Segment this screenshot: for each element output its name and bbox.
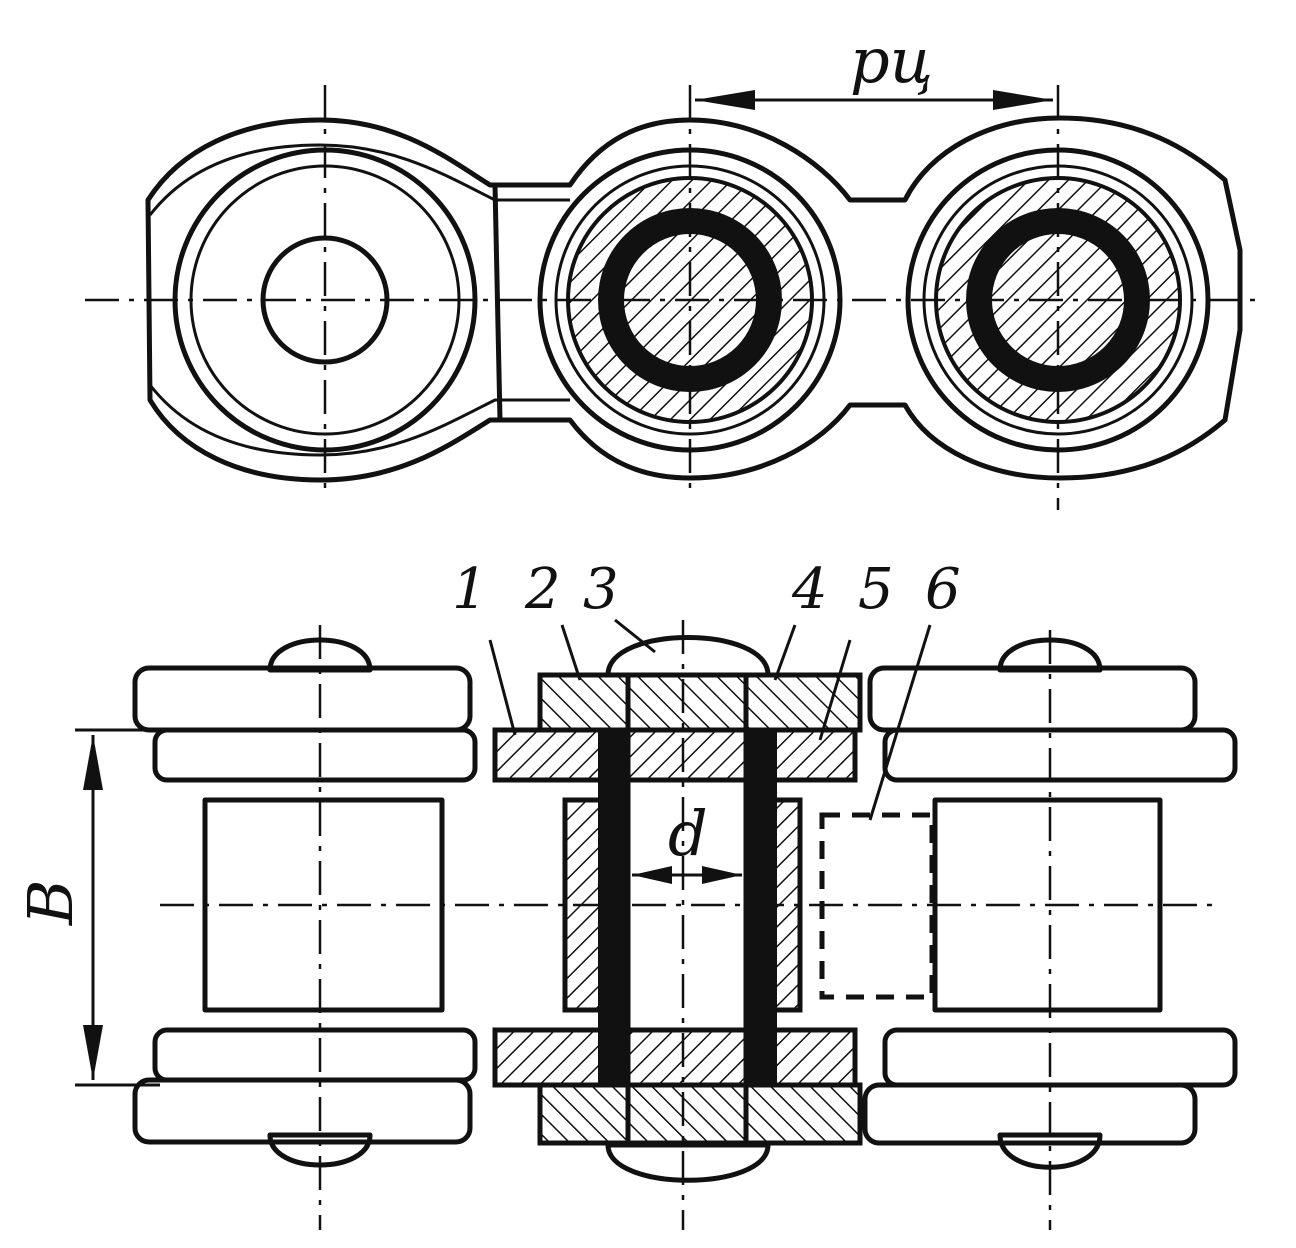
part-label-5: 5	[858, 557, 894, 622]
diameter-label: d	[668, 797, 708, 870]
width-arrow-top	[83, 735, 103, 790]
middle-pin-head-bottom	[605, 1142, 771, 1183]
plate-edge	[492, 182, 503, 423]
leader-6	[868, 624, 932, 821]
outer-plate-outline	[145, 115, 1243, 483]
leader-2	[560, 624, 582, 681]
right-outer-plate-top	[867, 665, 1198, 733]
bushing-left	[598, 730, 630, 1085]
diameter-arrow-right	[702, 866, 742, 884]
part-label-6: 6	[925, 557, 961, 622]
left-inner-plate-top	[152, 727, 478, 783]
part-label-2: 2	[524, 557, 561, 622]
pitch-label: pц	[850, 24, 933, 97]
right-inner-plate-top	[882, 727, 1238, 783]
width-arrow-bottom	[83, 1025, 103, 1080]
right-pin-head-top	[997, 637, 1103, 673]
leader-3	[614, 618, 656, 654]
left-inner-plate-bottom	[152, 1027, 478, 1083]
middle-plate-bottom-inner	[492, 1027, 858, 1088]
middle-plate-top-inner	[492, 727, 858, 783]
part-label-1: 1	[452, 557, 488, 622]
middle-pin-head-top	[605, 635, 771, 678]
left-pin-head-top	[267, 637, 373, 673]
pitch-arrow-right	[993, 90, 1053, 110]
leader-5	[818, 639, 852, 741]
part-label-3: 3	[583, 557, 619, 622]
width-label: B	[14, 879, 87, 926]
left-outer-plate-top	[132, 665, 473, 733]
diameter-arrow-left	[632, 866, 672, 884]
right-inner-plate-bottom	[882, 1027, 1238, 1088]
right-outer-plate-bottom	[862, 1082, 1198, 1146]
chain-side-view: pц	[85, 24, 1255, 510]
leader-1	[488, 639, 517, 736]
part-label-4: 4	[791, 557, 828, 622]
bushing-right	[745, 730, 777, 1085]
middle-plate-top-outer	[537, 672, 863, 733]
pitch-arrow-left	[695, 90, 755, 110]
leader-4	[773, 624, 797, 681]
middle-plate-bottom-outer	[537, 1082, 863, 1146]
inner-plate-outline	[148, 143, 570, 457]
chain-plan-section: B d 1 2 3 4 5 6	[14, 557, 1238, 1230]
